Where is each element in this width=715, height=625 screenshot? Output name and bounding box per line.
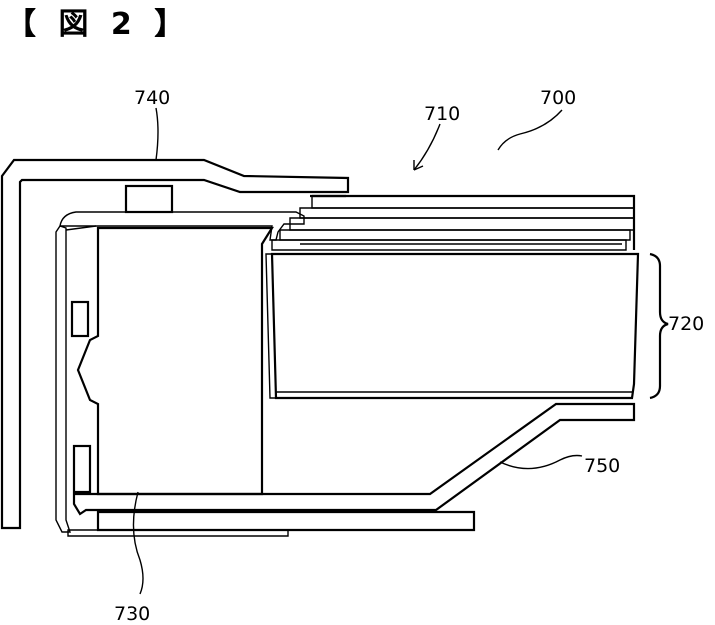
leader-750 — [500, 456, 582, 469]
leader-710 — [414, 124, 440, 170]
cover-frame-740 — [2, 160, 348, 528]
element-block-720 — [266, 254, 638, 398]
label-740: 740 — [134, 87, 170, 109]
top-spacer-block — [126, 186, 172, 212]
leader-740 — [156, 108, 158, 160]
leader-700 — [498, 110, 562, 150]
label-700: 700 — [540, 87, 576, 109]
bottom-plate-750 — [74, 404, 634, 514]
label-710: 710 — [424, 103, 460, 125]
core-block-730 — [78, 228, 272, 494]
side-tab-lower — [74, 446, 90, 492]
brace-720 — [650, 254, 668, 398]
label-720: 720 — [668, 313, 704, 335]
bottom-terminal-strip — [68, 512, 474, 536]
side-tab-upper — [72, 302, 88, 336]
label-750: 750 — [584, 455, 620, 477]
leader-730 — [133, 492, 143, 594]
laminate-sheets-710 — [272, 196, 634, 250]
label-730: 730 — [114, 603, 150, 625]
